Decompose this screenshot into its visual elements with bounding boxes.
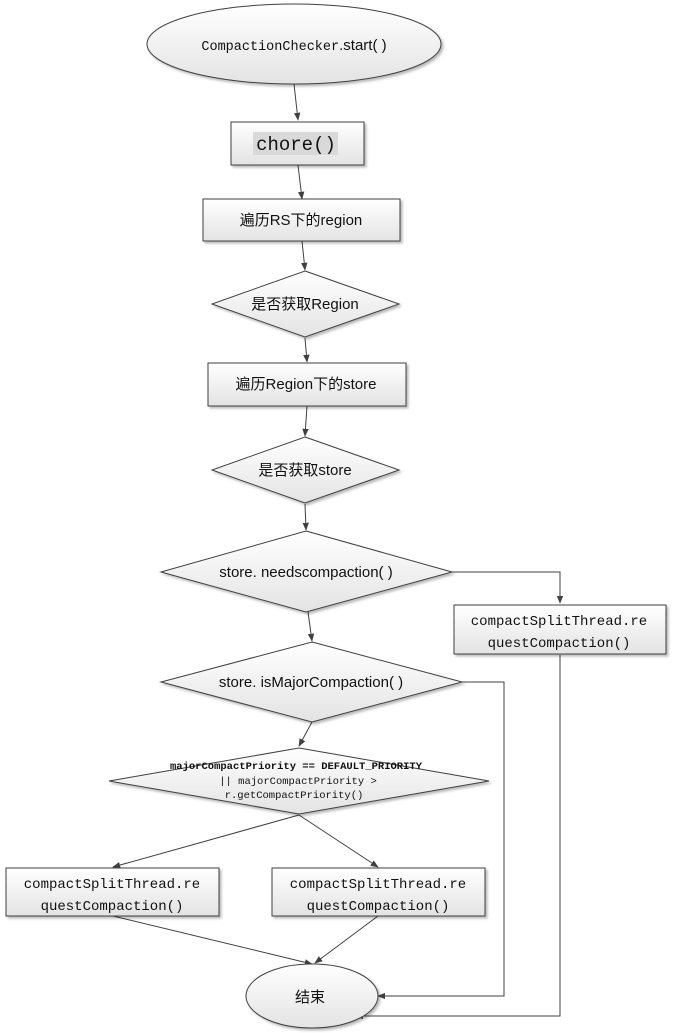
chore-node: chore() xyxy=(230,121,365,166)
request-compaction-left-node: compactSplitThread.re questCompaction() xyxy=(5,867,220,917)
request-compaction-left-line1: compactSplitThread.re xyxy=(24,877,200,893)
end-node: 结束 xyxy=(245,963,379,1029)
arrow-needs-compaction-to-is-major xyxy=(307,611,315,642)
start-node: CompactionChecker.start( ) xyxy=(146,3,442,85)
arrow-request-middle-to-end xyxy=(314,915,379,964)
get-store-label: 是否获取store xyxy=(258,462,351,479)
arrow-get-store-to-needs-compaction xyxy=(302,503,309,531)
arrow-is-major-to-end xyxy=(377,681,505,1000)
priority-line2: || majorCompactPriority > xyxy=(219,776,377,788)
arrow-iterate-regions-to-get-region xyxy=(301,240,308,271)
needs-compaction-decision: store. needscompaction( ) xyxy=(159,530,454,613)
request-compaction-right-line1: compactSplitThread.re xyxy=(471,614,647,630)
arrow-request-right-to-end xyxy=(355,655,561,1020)
request-compaction-right-node: compactSplitThread.re questCompaction() xyxy=(453,604,667,655)
needs-compaction-label: store. needscompaction( ) xyxy=(219,564,392,581)
iterate-regions-node: 遍历RS下的region xyxy=(202,198,401,242)
get-region-label: 是否获取Region xyxy=(251,296,359,313)
iterate-stores-node: 遍历Region下的store xyxy=(207,362,407,407)
iterate-stores-label: 遍历Region下的store xyxy=(236,376,377,393)
request-compaction-middle-node: compactSplitThread.re questCompaction() xyxy=(271,867,486,917)
arrow-iterate-stores-to-get-store xyxy=(302,405,309,437)
arrow-start-to-chore xyxy=(293,83,301,121)
priority-line3: r.getCompactPriority() xyxy=(225,790,364,802)
arrow-is-major-to-priority xyxy=(298,721,313,747)
start-label: CompactionChecker.start( ) xyxy=(201,37,386,55)
get-store-decision: 是否获取store xyxy=(210,436,401,504)
request-compaction-middle-line1: compactSplitThread.re xyxy=(290,877,466,893)
is-major-label: store. isMajorCompaction( ) xyxy=(219,674,403,691)
priority-decision: majorCompactPriority == DEFAULT_PRIORITY… xyxy=(108,747,490,815)
get-region-decision: 是否获取Region xyxy=(210,270,401,338)
arrow-needs-compaction-to-request-right xyxy=(452,571,564,604)
request-compaction-middle-line2: questCompaction() xyxy=(307,899,450,915)
chore-label: chore() xyxy=(256,134,336,156)
iterate-regions-label: 遍历RS下的region xyxy=(240,212,363,229)
start-method: .start( ) xyxy=(339,37,387,54)
request-compaction-left-line2: questCompaction() xyxy=(41,899,184,915)
connectors xyxy=(112,83,564,1020)
arrow-get-region-to-iterate-stores xyxy=(303,337,310,363)
request-compaction-right-line2: questCompaction() xyxy=(488,636,631,652)
chore-highlight xyxy=(253,132,338,155)
is-major-decision: store. isMajorCompaction( ) xyxy=(159,641,464,723)
start-class-name: CompactionChecker xyxy=(201,40,339,55)
priority-line1: majorCompactPriority == DEFAULT_PRIORITY xyxy=(170,761,423,773)
arrow-priority-to-request-middle xyxy=(298,814,379,868)
arrow-chore-to-iterate-regions xyxy=(297,164,305,200)
end-label: 结束 xyxy=(295,989,325,1006)
arrow-request-left-to-end xyxy=(112,915,313,966)
arrow-priority-to-request-left xyxy=(112,814,300,869)
